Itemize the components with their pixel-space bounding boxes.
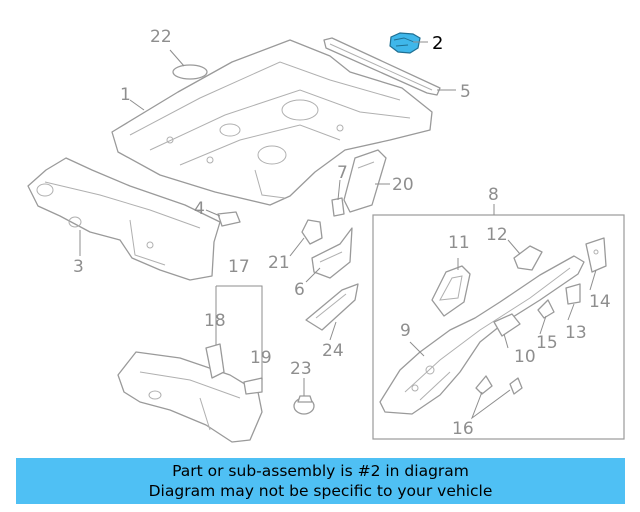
callout-21: 21: [268, 253, 290, 273]
callout-12: 12: [486, 225, 508, 245]
callout-10: 10: [514, 347, 536, 367]
part-13-bracket: [565, 283, 581, 305]
callout-22: 22: [150, 27, 172, 47]
callout-8: 8: [488, 185, 499, 205]
callout-2: 2: [432, 33, 443, 54]
part-18-bracket: [205, 343, 225, 379]
leader-lines: [79, 41, 597, 420]
parts-diagram: 1 2 3 4 5 6 7 8 9 10 11 12 13 14 15 16 1…: [27, 27, 625, 443]
info-banner: Part or sub-assembly is #2 in diagram Di…: [16, 458, 625, 504]
part-5-crossmember: [323, 37, 441, 96]
part-14-plate: [585, 237, 607, 273]
part-17-crossmember: [117, 351, 263, 443]
part-11-pad: [431, 265, 471, 317]
part-3-rear-panel: [27, 157, 221, 281]
callout-9: 9: [400, 321, 411, 341]
part-24-extension: [305, 283, 359, 331]
callout-18: 18: [204, 311, 226, 331]
callout-4: 4: [194, 199, 205, 219]
banner-line-1: Part or sub-assembly is #2 in diagram: [172, 462, 469, 480]
part-6-bracket: [311, 227, 353, 279]
callout-5: 5: [460, 82, 471, 102]
banner-line-2: Diagram may not be specific to your vehi…: [148, 482, 493, 500]
callout-6: 6: [294, 280, 305, 300]
part-8-group-box: [372, 214, 625, 440]
callout-24: 24: [322, 341, 344, 361]
callout-7: 7: [337, 163, 348, 183]
part-10-mount: [493, 313, 521, 337]
part-4-bracket: [217, 211, 241, 227]
callout-3: 3: [73, 257, 84, 277]
callout-13: 13: [565, 323, 587, 343]
part-16-clips: [475, 375, 523, 395]
callout-11: 11: [448, 233, 470, 253]
part-23-clip: [293, 395, 315, 415]
part-2-highlighted: [389, 32, 421, 54]
part-22-plug: [172, 64, 208, 80]
part-9-side-frame: [379, 255, 585, 415]
callout-19: 19: [250, 348, 272, 368]
callout-15: 15: [536, 333, 558, 353]
callout-23: 23: [290, 359, 312, 379]
part-15-bracket: [537, 299, 555, 319]
part-7-bracket: [331, 197, 345, 217]
part-12-bracket: [513, 245, 543, 271]
callout-17: 17: [228, 257, 250, 277]
callout-14: 14: [589, 292, 611, 312]
callout-20: 20: [392, 175, 414, 195]
callout-1: 1: [120, 85, 131, 105]
part-20-bracket: [343, 149, 387, 213]
part-19-bracket: [243, 377, 263, 395]
part-21-mount: [301, 219, 323, 245]
callout-16: 16: [452, 419, 474, 439]
part-1-rear-floor-pan: [111, 39, 433, 206]
